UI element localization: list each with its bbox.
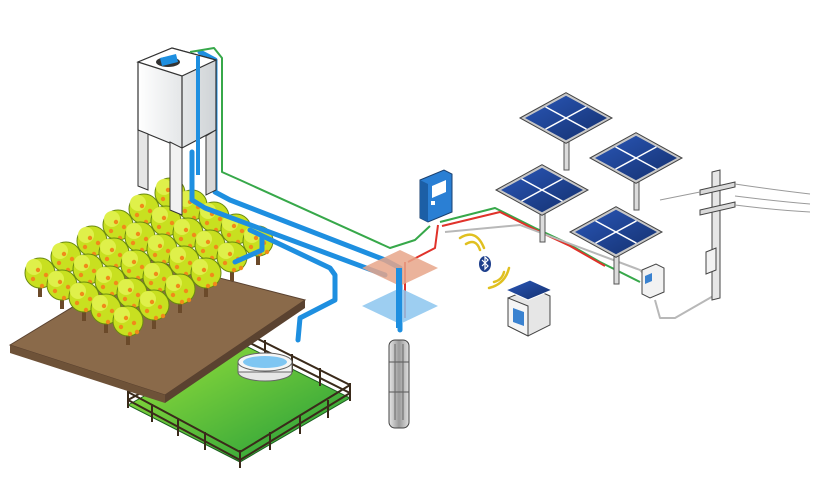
orchard-tree xyxy=(190,257,222,297)
submersible-pump xyxy=(388,268,410,429)
utility-pole xyxy=(659,169,811,301)
solar-panel-icon xyxy=(494,164,590,243)
power-lines xyxy=(659,183,811,213)
grid-switch-box xyxy=(641,263,665,299)
orchard-tree xyxy=(112,305,144,345)
bluetooth-link xyxy=(458,233,511,290)
remote-monitor xyxy=(504,279,554,337)
orchard-tree xyxy=(216,241,248,281)
orchard-tree xyxy=(138,289,170,329)
pump-controller xyxy=(419,169,453,223)
water-trough xyxy=(237,352,293,382)
wifi-signal-icon xyxy=(458,233,511,290)
solar-array xyxy=(494,92,684,285)
orchard-tree xyxy=(164,273,196,313)
water-tower xyxy=(136,47,218,216)
solar-panel-icon xyxy=(518,92,614,171)
solar-panel-icon xyxy=(568,206,664,285)
solar-panel-icon xyxy=(588,132,684,211)
orchard-tree xyxy=(68,281,100,321)
